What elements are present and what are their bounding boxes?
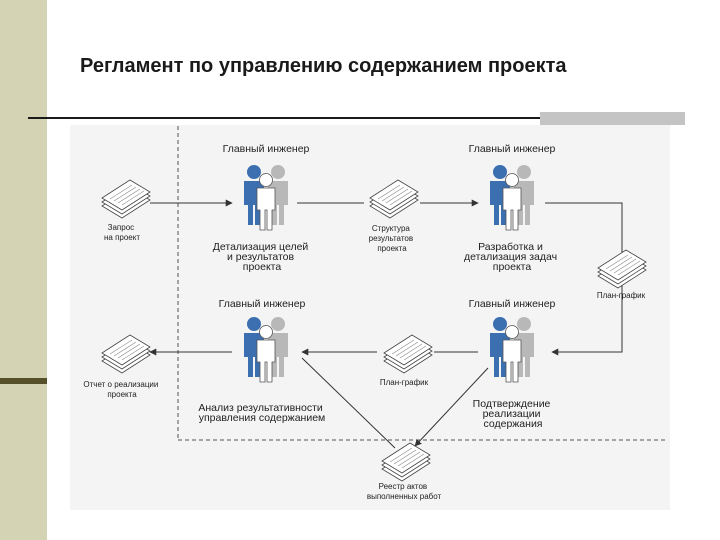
process-1-people-icon xyxy=(243,164,289,231)
document-label-1: Запрос на проект xyxy=(104,223,140,242)
document-label-3: План-график xyxy=(597,291,646,300)
title-rule-block xyxy=(540,112,685,125)
document-label-4: План-график xyxy=(380,378,429,387)
document-label-5: Отчет о реализации проекта xyxy=(83,380,160,399)
title-underline xyxy=(28,117,546,119)
document-label-2: Структура результатов проекта xyxy=(369,224,416,253)
role-label-4: Главный инженер xyxy=(469,298,556,310)
process-label-1: Детализация целей и результатов проекта xyxy=(213,241,311,273)
connector-lines xyxy=(149,199,623,449)
document-2-icon xyxy=(369,179,419,219)
left-decor-accent xyxy=(0,378,47,384)
document-label-6: Реестр актов выполненных работ xyxy=(367,482,442,501)
process-label-4: Подтверждение реализации содержания xyxy=(473,398,554,430)
process-label-2: Разработка и детализация задач проекта xyxy=(464,241,560,273)
document-6-icon xyxy=(381,442,431,482)
role-label-3: Главный инженер xyxy=(219,298,306,310)
document-1-icon xyxy=(101,179,151,219)
process-3-people-icon xyxy=(243,316,289,383)
document-3-icon xyxy=(597,249,647,289)
role-label-1: Главный инженер xyxy=(223,143,310,155)
slide-title: Регламент по управлению содержанием прое… xyxy=(80,55,567,77)
process-label-3: Анализ результативности управления содер… xyxy=(198,402,325,424)
left-decor-bar xyxy=(0,0,47,540)
process-4-people-icon xyxy=(489,316,535,383)
document-4-icon xyxy=(383,334,433,374)
process-2-people-icon xyxy=(489,164,535,231)
role-label-2: Главный инженер xyxy=(469,143,556,155)
document-5-icon xyxy=(101,334,151,374)
diagram-background xyxy=(70,125,670,510)
dashed-boundary xyxy=(177,126,665,441)
